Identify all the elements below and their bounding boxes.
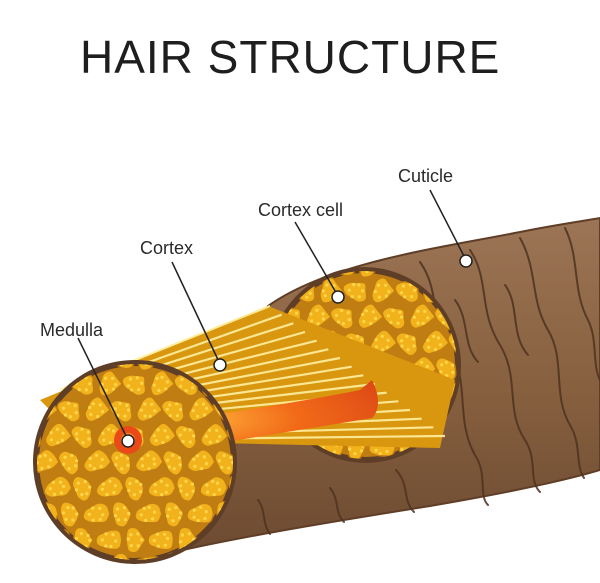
label-medulla: Medulla (40, 320, 104, 340)
cortex-marker (213, 358, 227, 372)
label-cortex: Cortex (140, 238, 194, 258)
medulla-marker (121, 434, 135, 448)
cortex-cell-marker (331, 290, 345, 304)
label-cuticle: Cuticle (398, 166, 454, 186)
leader-lines (77, 189, 467, 441)
label-cortex-cell: Cortex cell (258, 200, 344, 220)
label-markers (121, 254, 473, 448)
cuticle-marker (459, 254, 473, 268)
page-title: HAIR STRUCTURE (80, 31, 501, 83)
